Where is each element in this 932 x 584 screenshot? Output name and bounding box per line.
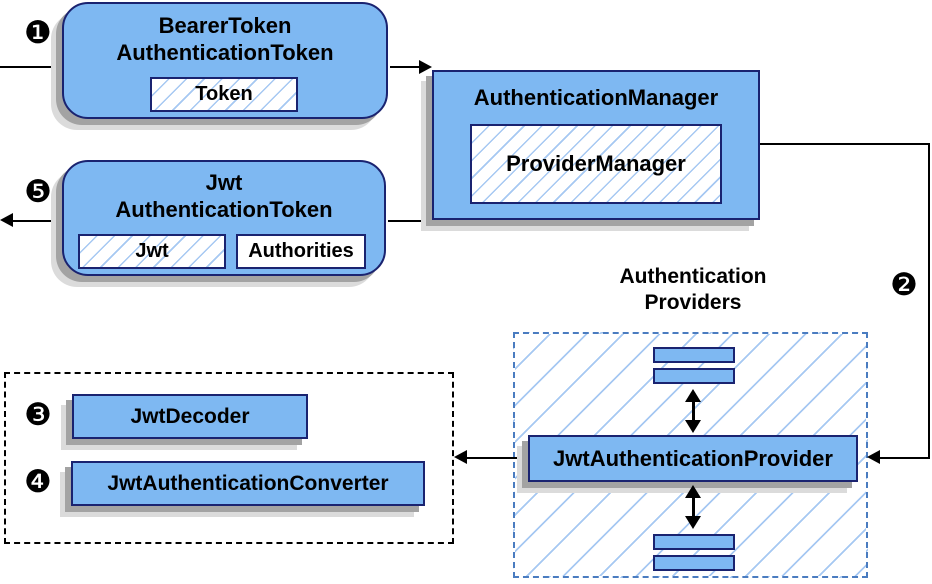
- authentication-manager-title: AuthenticationManager: [473, 85, 719, 110]
- jwt-decoder-node: JwtDecoder: [72, 394, 308, 439]
- bearer-token-title: BearerToken AuthenticationToken: [64, 12, 386, 66]
- jwt-token-title: Jwt AuthenticationToken: [64, 169, 384, 223]
- line-jwt-token-out: [11, 220, 63, 222]
- decoder-converter-group: [4, 372, 454, 544]
- line-right-vertical: [928, 143, 930, 458]
- jwt-authentication-token-node: Jwt AuthenticationToken Jwt Authorities: [62, 160, 386, 276]
- provider-stub-bar: [653, 534, 735, 550]
- jwt-token-title-line2: AuthenticationToken: [115, 197, 333, 222]
- step-5-badge: ❺: [24, 174, 52, 210]
- bearer-token-title-line1: BearerToken: [158, 13, 292, 38]
- arrowhead-into-decoders-icon: [454, 450, 467, 464]
- jwt-decoder-label: JwtDecoder: [130, 404, 250, 428]
- double-arrow-top-icon: [685, 389, 701, 433]
- line-provider-to-decoders: [466, 457, 528, 459]
- provider-manager-label: ProviderManager: [506, 151, 686, 176]
- authorities-field-label: Authorities: [248, 240, 354, 262]
- bearer-token-title-line2: AuthenticationToken: [116, 40, 334, 65]
- step-3-badge: ❸: [24, 397, 52, 433]
- jwt-field-label: Jwt: [135, 240, 169, 262]
- arrowhead-into-manager-icon: [419, 60, 432, 74]
- jwt-authentication-converter-label: JwtAuthenticationConverter: [107, 471, 389, 495]
- authentication-manager-node: AuthenticationManager ProviderManager: [432, 70, 760, 220]
- jwt-authentication-provider-node: JwtAuthenticationProvider: [528, 435, 858, 482]
- step-1-badge: ❶: [24, 15, 52, 51]
- provider-stub-bar: [653, 347, 735, 363]
- authentication-providers-label-line2: Providers: [644, 291, 742, 314]
- authorities-field: Authorities: [236, 234, 366, 269]
- provider-stub-bar: [653, 368, 735, 384]
- double-arrow-bottom-icon: [685, 485, 701, 529]
- step-4-badge: ❹: [24, 464, 52, 500]
- step-2-badge: ❷: [890, 267, 918, 303]
- line-request-in: [0, 66, 62, 68]
- provider-manager-field: ProviderManager: [470, 124, 722, 204]
- bearer-token-authentication-token-node: BearerToken AuthenticationToken Token: [62, 2, 388, 119]
- arrowhead-into-provider-icon: [867, 450, 880, 464]
- jwt-authentication-converter-node: JwtAuthenticationConverter: [71, 461, 425, 506]
- token-field: Token: [150, 77, 298, 112]
- authentication-providers-label-line1: Authentication: [619, 265, 767, 288]
- arrowhead-response-out-icon: [0, 213, 13, 227]
- line-bearer-to-manager: [390, 66, 422, 68]
- jwt-authentication-provider-label: JwtAuthenticationProvider: [553, 445, 833, 471]
- line-into-provider: [879, 457, 930, 459]
- authentication-providers-label: Authentication Providers: [558, 264, 828, 316]
- line-manager-to-jwt-token: [388, 220, 434, 222]
- jwt-token-title-line1: Jwt: [205, 170, 243, 195]
- token-field-label: Token: [195, 83, 253, 105]
- jwt-field: Jwt: [78, 234, 226, 269]
- provider-stub-bar: [653, 555, 735, 571]
- line-manager-right: [760, 143, 930, 145]
